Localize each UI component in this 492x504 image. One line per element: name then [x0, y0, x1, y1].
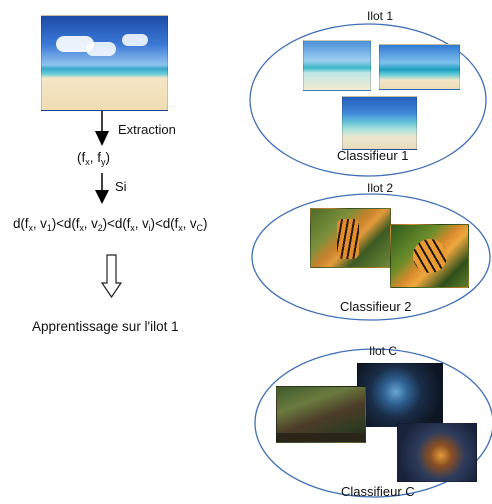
formula-subscript: x — [79, 223, 84, 233]
ilot-c-game-image-3 — [397, 423, 477, 482]
formula-subscript: x — [130, 223, 135, 233]
formula-text: ) — [202, 216, 208, 231]
classifier-1-label: Classifieur 1 — [337, 148, 409, 163]
ilot-c-game-image-1 — [357, 363, 443, 427]
formula-text: d(f — [13, 216, 29, 231]
si-arrow-head — [95, 190, 109, 204]
ilot-1-beach-image-1 — [303, 40, 371, 91]
classifier-2-label: Classifieur 2 — [340, 299, 412, 314]
ilot-2-ellipse — [251, 193, 491, 321]
ilot-1-beach-image-3 — [342, 96, 417, 150]
classifier-c-label: Classifieur C — [341, 484, 415, 499]
apprentissage-label: Apprentissage sur l'ilot 1 — [32, 319, 179, 334]
formula-text: , v — [134, 216, 149, 231]
ilot-1-title: Ilot 1 — [367, 9, 394, 23]
ilot-c-ellipse — [254, 348, 492, 498]
formula-subscript: C — [196, 223, 204, 233]
extraction-arrow-head — [95, 131, 109, 146]
formula-text: , v — [182, 216, 197, 231]
formula-subscript: 1 — [46, 223, 52, 233]
distance-inequality: d(fx, v1)<d(fx, v2)<d(fx, vi)<d(fx, vC) — [13, 216, 207, 233]
ilot-2-tiger-image-1 — [310, 208, 391, 268]
ilot-c-title: Ilot C — [369, 344, 398, 358]
ilot-1-beach-image-2 — [379, 44, 460, 90]
formula-text: , v — [32, 216, 47, 231]
formula-subscript: x — [28, 223, 33, 233]
ilot-1-ellipse — [249, 23, 487, 177]
source-beach-image — [41, 15, 168, 111]
formula-text: )<d(f — [102, 216, 131, 231]
formula-text: )<d(f — [150, 216, 179, 231]
formula-subscript: i — [148, 223, 151, 233]
formula-text: , v — [83, 216, 98, 231]
ilot-2-tiger-image-2 — [390, 224, 469, 288]
formula-subscript: 2 — [97, 223, 103, 233]
formula-text: )<d(f — [51, 216, 80, 231]
formula-subscript: x — [178, 223, 183, 233]
extraction-label: Extraction — [118, 122, 176, 137]
ilot-2-title: Ilot 2 — [367, 181, 394, 195]
si-label: Si — [115, 179, 127, 194]
ilot-c-game-image-2 — [276, 386, 366, 443]
implication-arrow — [100, 254, 123, 299]
feature-vector: (fx, fy) — [77, 150, 111, 167]
